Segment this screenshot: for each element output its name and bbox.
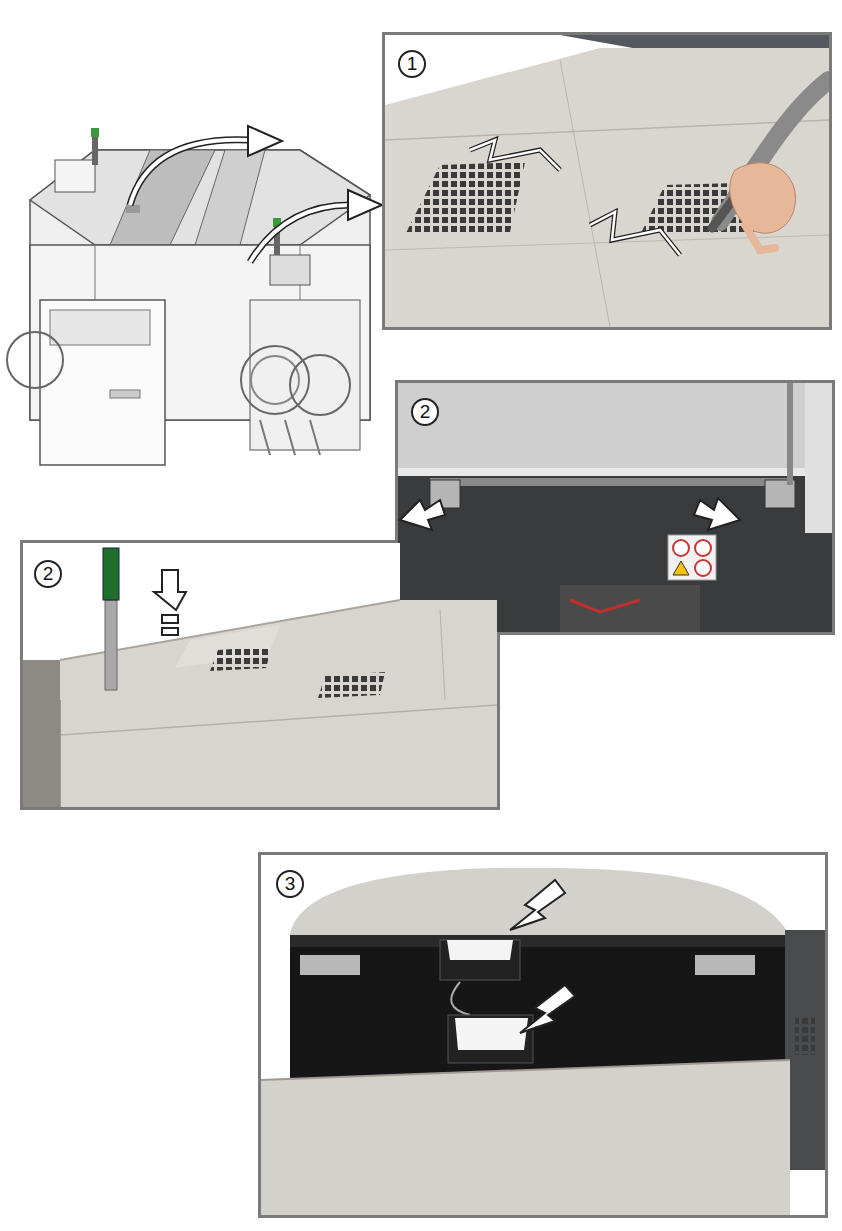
callout-number: 2 xyxy=(411,398,439,426)
callout-number: 2 xyxy=(34,560,62,588)
panel-open-cover xyxy=(20,380,840,820)
callout-number: 1 xyxy=(398,50,426,78)
panel-vacuum xyxy=(385,35,829,327)
panel-filters xyxy=(261,855,825,1215)
callout-number: 3 xyxy=(276,870,304,898)
machine-overview xyxy=(7,126,382,465)
